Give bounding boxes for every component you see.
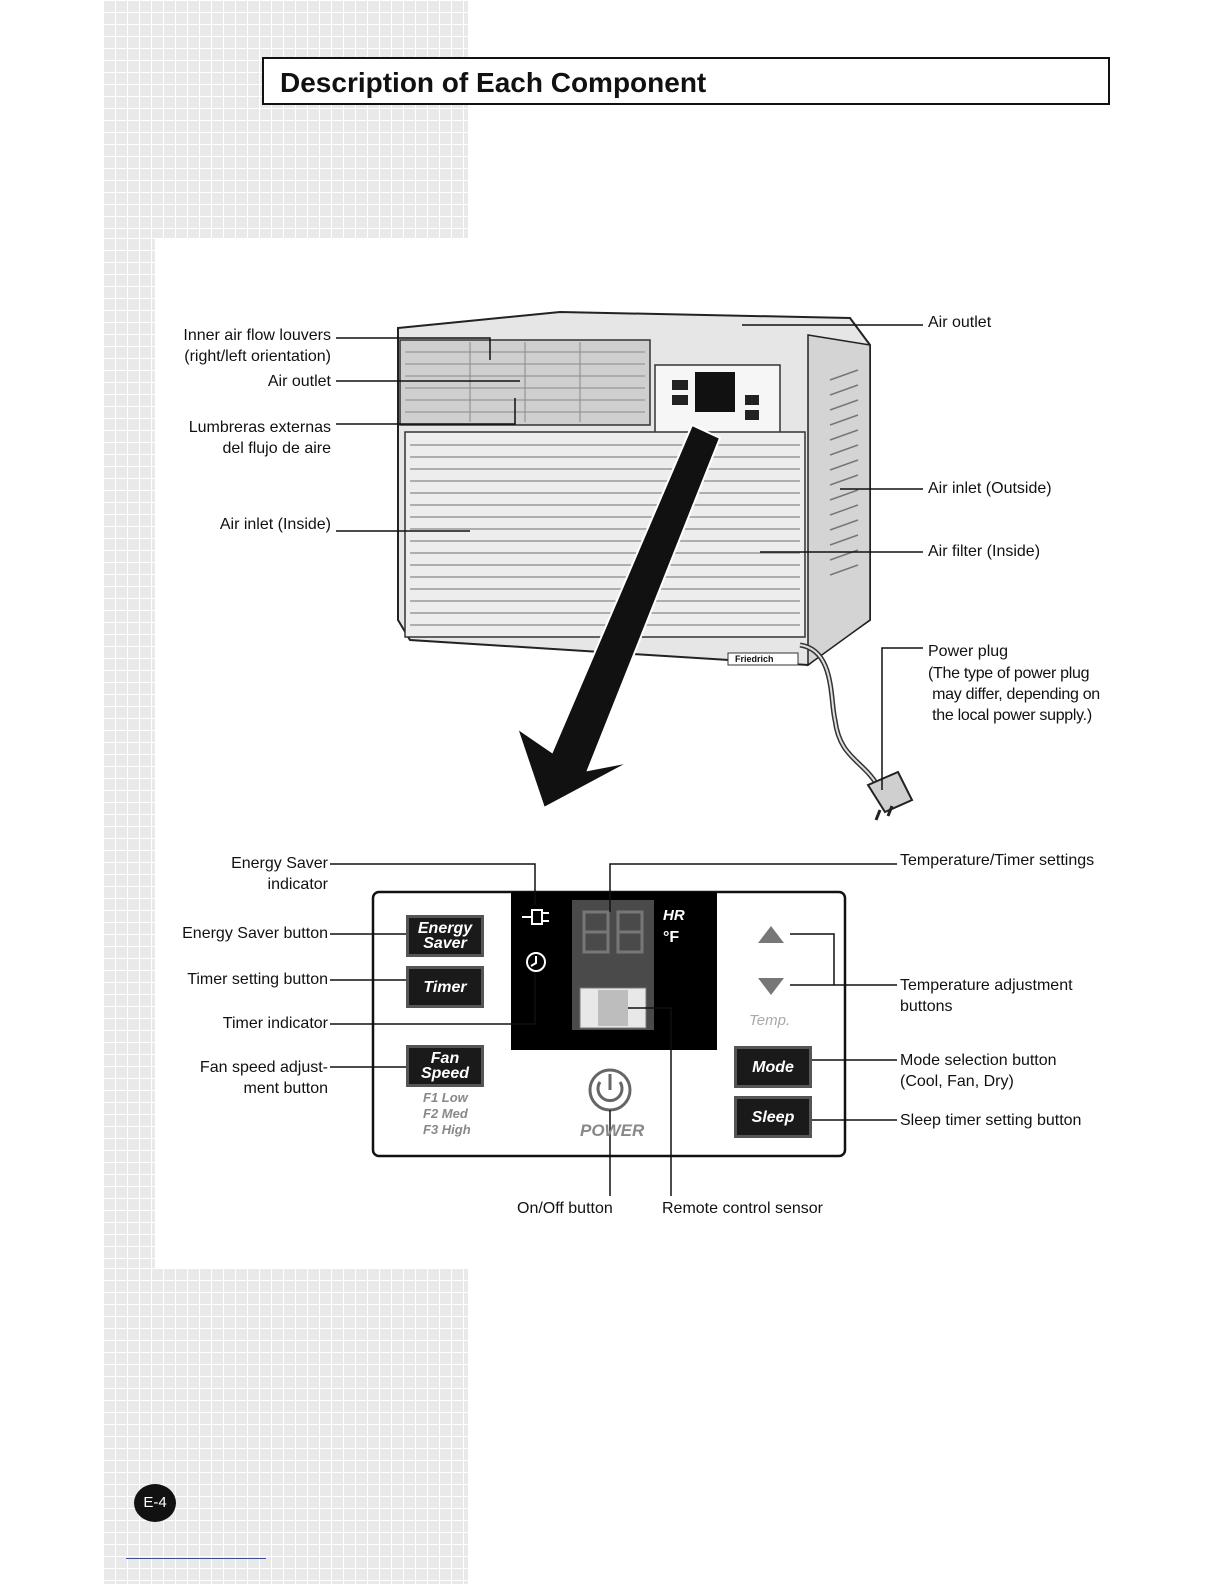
grid-background-bottom <box>103 1268 468 1584</box>
deg-label: °F <box>663 929 680 946</box>
fan-speed-key: Fan Speed <box>406 1045 484 1087</box>
clock-indicator-icon <box>526 952 546 972</box>
power-label: POWER <box>580 1121 645 1140</box>
label-air-filter-inside: Air filter (Inside) <box>928 543 1041 560</box>
fan-speed-f3: F3 High <box>423 1122 471 1137</box>
label-power-plug: Power plug <box>928 643 1009 660</box>
page-title-box: Description of Each Component <box>262 57 1110 105</box>
air-conditioner-illustration <box>397 310 914 821</box>
control-panel-drawing <box>371 890 847 1158</box>
label-remote-sensor: Remote control sensor <box>662 1200 823 1217</box>
energy-saver-key: Energy Saver <box>406 915 484 957</box>
label-mode-button: Mode selection button (Cool, Fan, Dry) <box>900 1052 1057 1090</box>
timer-key: Timer <box>406 966 484 1008</box>
label-inner-louvers: Inner air flow louvers (right/left orien… <box>183 327 331 365</box>
footer-line <box>126 1558 266 1559</box>
sleep-key: Sleep <box>734 1096 812 1138</box>
page-title: Description of Each Component <box>280 67 707 98</box>
label-fan-speed-button: Fan speed adjust- ment button <box>199 1059 328 1097</box>
grid-background-left <box>103 238 155 1268</box>
label-timer-setting-button: Timer setting button <box>187 971 328 988</box>
fan-speed-f1: F1 Low <box>423 1090 468 1105</box>
panel-leader-lines <box>330 863 897 1196</box>
grid-background-top <box>103 0 468 238</box>
temp-label: Temp. <box>749 1012 791 1029</box>
label-air-outlet-right: Air outlet <box>928 314 992 331</box>
label-air-inlet-inside: Air inlet (Inside) <box>219 516 331 533</box>
label-energy-saver-button: Energy Saver button <box>182 925 328 942</box>
mode-key: Mode <box>734 1046 812 1088</box>
label-energy-saver-indicator: Energy Saver indicator <box>231 855 328 893</box>
label-on-off-button: On/Off button <box>517 1200 613 1217</box>
hr-label: HR <box>663 907 685 924</box>
label-lumbreras: Lumbreras externas del flujo de aire <box>188 419 331 457</box>
label-power-plug-note: (The type of power plug may differ, depe… <box>928 665 1100 724</box>
plug-indicator-icon <box>522 909 549 925</box>
label-air-outlet-left: Air outlet <box>267 373 331 390</box>
label-sleep-button: Sleep timer setting button <box>900 1112 1082 1129</box>
temp-down-icon <box>758 978 784 995</box>
label-timer-indicator: Timer indicator <box>222 1015 328 1032</box>
fan-speed-f2: F2 Med <box>423 1106 468 1121</box>
zoom-arrow <box>515 423 722 810</box>
label-temp-timer-settings: Temperature/Timer settings <box>900 852 1095 869</box>
page-number-badge: E-4 <box>134 1484 176 1522</box>
brand-label: Friedrich <box>735 654 774 664</box>
label-air-inlet-outside: Air inlet (Outside) <box>928 480 1052 497</box>
temp-up-icon <box>758 926 784 943</box>
label-temp-adjust-buttons: Temperature adjustment buttons <box>900 977 1073 1015</box>
unit-leader-lines <box>336 324 923 790</box>
